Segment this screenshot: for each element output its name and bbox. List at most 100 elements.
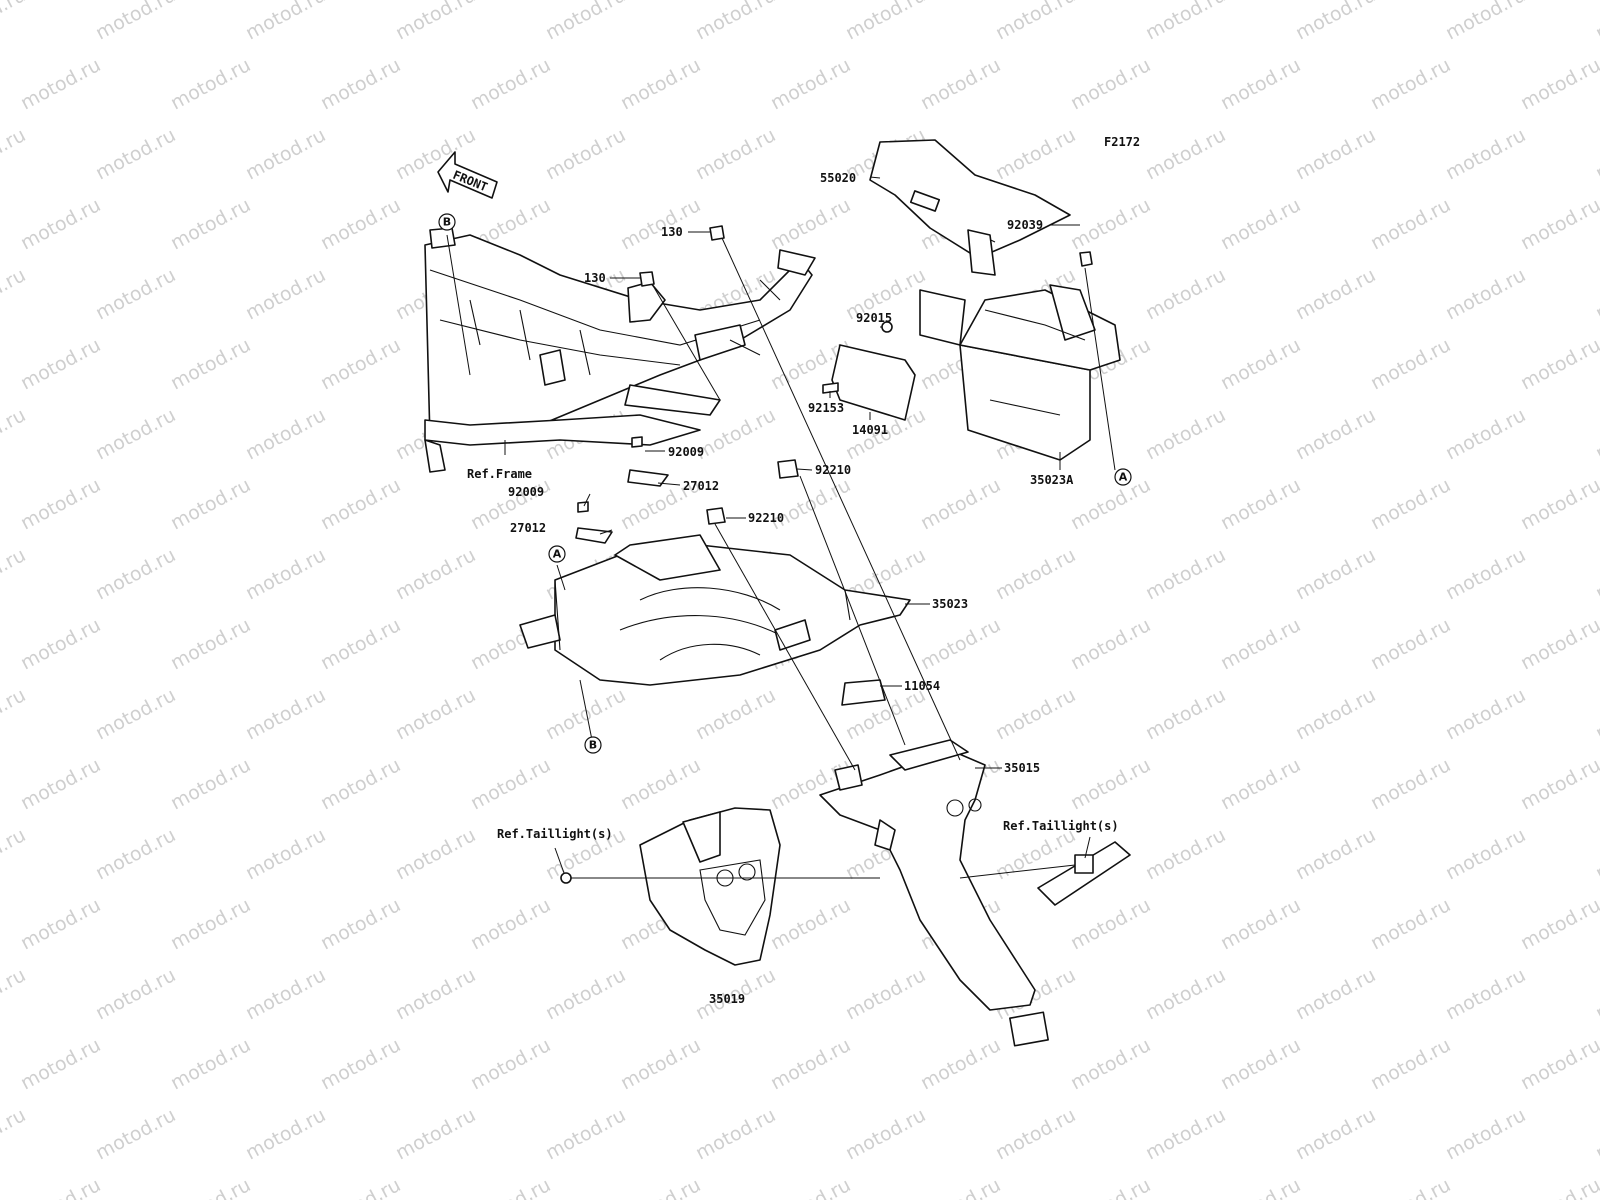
watermark-text: motod.ru (917, 54, 1004, 114)
watermark-text: motod.ru (1217, 754, 1304, 814)
watermark-text: motod.ru (242, 1104, 329, 1164)
label-11054: 11054 (904, 679, 940, 693)
watermark-text: motod.ru (1142, 264, 1229, 324)
watermark-text: motod.ru (0, 0, 29, 44)
watermark-text: motod.ru (842, 0, 929, 44)
watermark-text: motod.ru (92, 964, 179, 1024)
watermark-text: motod.ru (1517, 474, 1600, 534)
watermark-text: motod.ru (1217, 894, 1304, 954)
watermark-text: motod.ru (1217, 194, 1304, 254)
watermark-text: motod.ru (542, 964, 629, 1024)
watermark-text: motod.ru (1517, 614, 1600, 674)
svg-text:B: B (443, 216, 451, 229)
watermark-text: motod.ru (0, 1104, 29, 1164)
watermark-text: motod.ru (317, 1034, 404, 1094)
watermark-text: motod.ru (1592, 824, 1600, 884)
watermark-text: motod.ru (1067, 194, 1154, 254)
label-130-a: 130 (661, 225, 683, 239)
watermark-text: motod.ru (392, 824, 479, 884)
label-27012-b: 27012 (510, 521, 546, 535)
watermark-text: motod.ru (1592, 264, 1600, 324)
watermark-text: motod.ru (17, 474, 104, 534)
label-92210-a: 92210 (815, 463, 851, 477)
watermark-text: motod.ru (0, 404, 29, 464)
label-92015: 92015 (856, 311, 892, 325)
watermark-text: motod.ru (1142, 824, 1229, 884)
watermark-text: motod.ru (917, 614, 1004, 674)
watermark-text: motod.ru (1517, 1174, 1600, 1200)
label-ref-taillight-right: Ref.Taillight(s) (1003, 819, 1119, 833)
watermark-text: motod.ru (542, 1104, 629, 1164)
watermark-text: motod.ru (992, 684, 1079, 744)
watermark-text: motod.ru (692, 0, 779, 44)
watermark-text: motod.ru (1292, 824, 1379, 884)
watermark-text: motod.ru (317, 894, 404, 954)
watermark-text: motod.ru (1367, 1174, 1454, 1200)
watermark-text: motod.ru (317, 54, 404, 114)
watermark-text: motod.ru (917, 1034, 1004, 1094)
watermark-text: motod.ru (0, 124, 29, 184)
watermark-text: motod.ru (1142, 124, 1229, 184)
svg-text:A: A (553, 548, 562, 561)
connector-b-top: B (438, 213, 456, 231)
watermark-text: motod.ru (1442, 124, 1529, 184)
connector-markers: B A A B (438, 213, 1132, 754)
watermark-text: motod.ru (1517, 754, 1600, 814)
watermark-text: motod.ru (467, 1174, 554, 1200)
watermark-text: motod.ru (992, 124, 1079, 184)
watermark-text: motod.ru (1517, 1034, 1600, 1094)
frame-drawing (424, 227, 816, 473)
watermark-text: motod.ru (1067, 1174, 1154, 1200)
leader-lines (446, 176, 1116, 879)
watermark-text: motod.ru (542, 0, 629, 44)
label-35015: 35015 (1004, 761, 1040, 775)
watermark-text: motod.ru (1217, 1034, 1304, 1094)
watermark-text: motod.ru (1517, 334, 1600, 394)
watermark-text: motod.ru (1292, 544, 1379, 604)
watermark-text: motod.ru (92, 0, 179, 44)
watermark-text: motod.ru (1442, 824, 1529, 884)
watermark-text: motod.ru (0, 684, 29, 744)
label-35019: 35019 (709, 992, 745, 1006)
watermark-text: motod.ru (242, 964, 329, 1024)
watermark-text: motod.ru (1292, 1104, 1379, 1164)
watermark-text: motod.ru (467, 1034, 554, 1094)
part-35015-bracket (819, 739, 1049, 1047)
watermark-text: motod.ru (692, 124, 779, 184)
watermark-text: motod.ru (1142, 1104, 1229, 1164)
connector-a-right: A (1114, 468, 1132, 486)
watermark-text: motod.ru (167, 754, 254, 814)
small-fasteners (560, 225, 1093, 884)
watermark-text: motod.ru (167, 1174, 254, 1200)
watermark-text: motod.ru (1067, 754, 1154, 814)
watermark-text: motod.ru (1367, 614, 1454, 674)
watermark-text: motod.ru (92, 544, 179, 604)
watermark-text: motod.ru (992, 1104, 1079, 1164)
svg-text:A: A (1119, 471, 1128, 484)
part-35023a-tray (919, 229, 1121, 461)
watermark-text: motod.ru (1442, 684, 1529, 744)
watermark-text: motod.ru (0, 264, 29, 324)
label-92039: 92039 (1007, 218, 1043, 232)
watermark-text: motod.ru (317, 754, 404, 814)
watermark-text: motod.ru (617, 1174, 704, 1200)
watermark-text: motod.ru (467, 754, 554, 814)
watermark-text: motod.ru (167, 334, 254, 394)
watermark-text: motod.ru (1142, 544, 1229, 604)
watermark-text: motod.ru (617, 54, 704, 114)
part-35019-garnish (639, 807, 781, 966)
watermark-text: motod.ru (317, 614, 404, 674)
svg-text:B: B (589, 739, 597, 752)
watermark-text: motod.ru (167, 54, 254, 114)
watermark-text: motod.ru (1292, 0, 1379, 44)
watermark-text: motod.ru (17, 54, 104, 114)
watermark-text: motod.ru (17, 894, 104, 954)
watermark-text: motod.ru (1592, 964, 1600, 1024)
watermark-text: motod.ru (1217, 54, 1304, 114)
watermark-text: motod.ru (1592, 684, 1600, 744)
watermark-text: motod.ru (1592, 124, 1600, 184)
watermark-text: motod.ru (842, 964, 929, 1024)
watermark-text: motod.ru (242, 124, 329, 184)
watermark-text: motod.ru (1367, 1034, 1454, 1094)
taillight-bracket-right (1037, 841, 1131, 906)
